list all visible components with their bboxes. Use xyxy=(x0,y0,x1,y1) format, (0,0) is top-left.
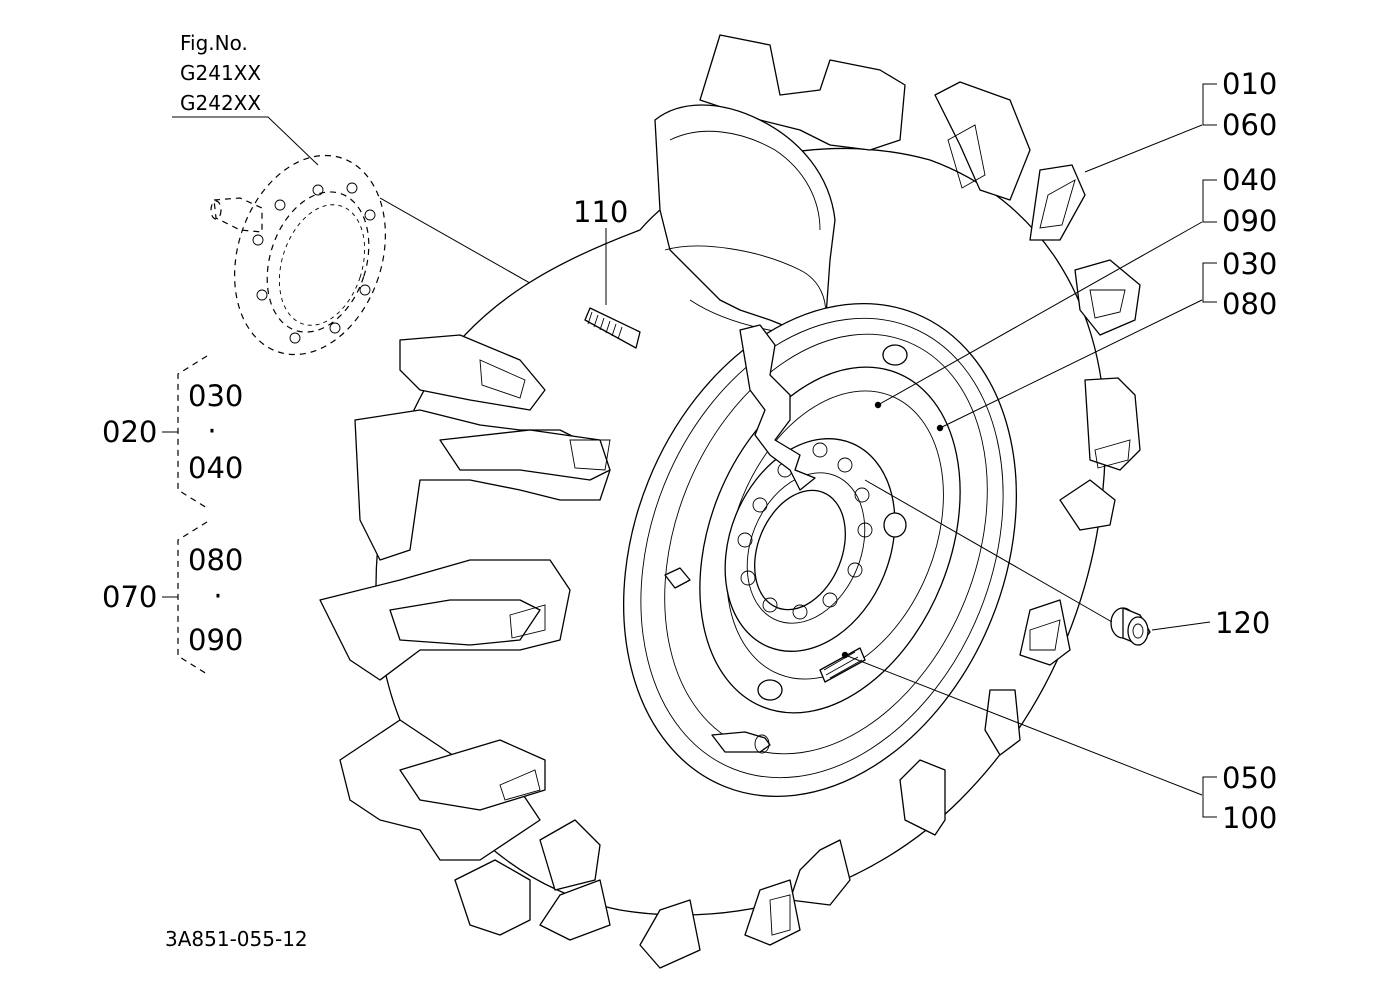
assembly-020-label: 020 xyxy=(102,415,157,449)
callout-leaders xyxy=(605,124,1211,796)
axle-flange xyxy=(210,154,386,356)
wheel-rim xyxy=(623,302,1017,798)
assembly-020-separator: · xyxy=(207,414,216,448)
callout-030: 030 xyxy=(1222,247,1277,281)
assembly-070-bracket xyxy=(177,521,208,675)
callout-100: 100 xyxy=(1222,801,1277,835)
callout-050: 050 xyxy=(1222,761,1277,795)
wheel-stud xyxy=(584,307,641,349)
assembly-020-part-2: 040 xyxy=(188,451,243,485)
fig-code-1: G241XX xyxy=(180,61,261,85)
figure-reference: Fig.No. G241XX G242XX xyxy=(172,31,319,166)
callout-080: 080 xyxy=(1222,287,1277,321)
wheel-nut xyxy=(1110,607,1151,646)
callout-040: 040 xyxy=(1222,163,1277,197)
fig-code-2: G242XX xyxy=(180,91,261,115)
fig-leader-line xyxy=(172,116,319,166)
assembly-070-label: 070 xyxy=(102,580,157,614)
tire-cutaway xyxy=(654,104,836,341)
fig-no-label: Fig.No. xyxy=(180,31,248,55)
callout-060: 060 xyxy=(1222,108,1277,142)
right-brackets xyxy=(1202,83,1217,818)
assembly-020-part-1: 030 xyxy=(188,379,243,413)
assembly-020-bracket xyxy=(177,355,208,509)
assembly-070-separator: · xyxy=(213,579,222,613)
assembly-070-part-2: 090 xyxy=(188,623,243,657)
callout-120: 120 xyxy=(1215,606,1270,640)
callout-010: 010 xyxy=(1222,67,1277,101)
drawing-number: 3A851-055-12 xyxy=(165,927,308,951)
assembly-020: 020 030 · 040 xyxy=(102,355,243,509)
assembly-070: 070 080 · 090 xyxy=(102,521,243,675)
callout-110: 110 xyxy=(573,195,628,229)
assembly-070-part-1: 080 xyxy=(188,543,243,577)
callout-090: 090 xyxy=(1222,204,1277,238)
